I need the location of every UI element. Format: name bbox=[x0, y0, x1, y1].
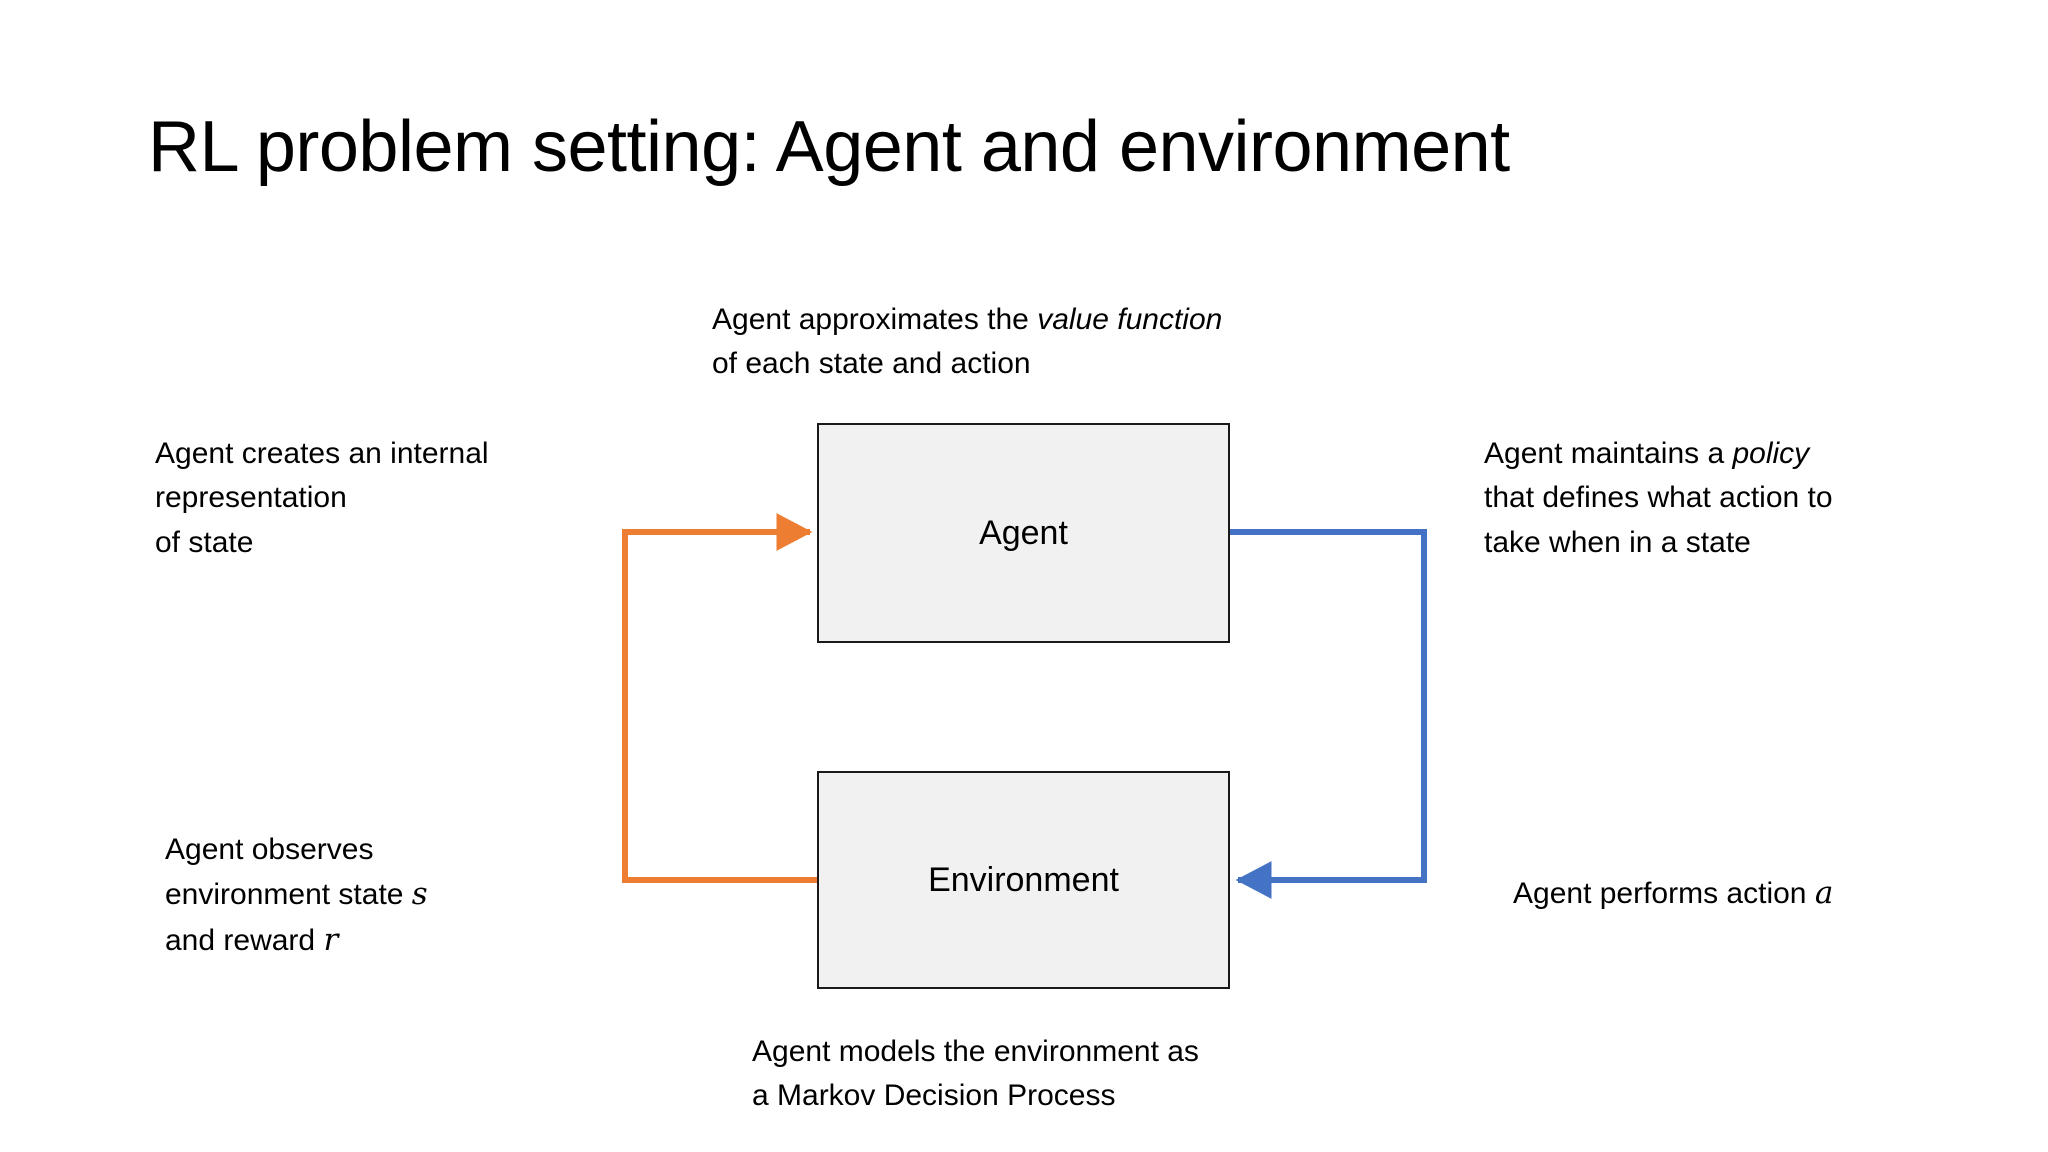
annotation-mdp: Agent models the environment as a Markov… bbox=[752, 1030, 1372, 1119]
annotation-text: environment state bbox=[165, 878, 412, 912]
annotation-line: Agent observes bbox=[165, 833, 374, 866]
arrow-environment-to-agent bbox=[622, 513, 817, 883]
annotation-line: Agent performs action a bbox=[1513, 871, 1973, 917]
variable-s: s bbox=[411, 876, 428, 913]
annotation-value-function: Agent approximates the value function of… bbox=[712, 298, 1392, 387]
page-title: RL problem setting: Agent and environmen… bbox=[148, 107, 1510, 187]
annotation-text: Agent maintains a bbox=[1484, 437, 1733, 470]
arrow-agent-to-environment bbox=[1230, 529, 1427, 899]
annotation-observes: Agent observes environment state s and r… bbox=[165, 828, 585, 964]
diagram-node-agent[interactable]: Agent bbox=[817, 423, 1230, 643]
annotation-line: environment state s bbox=[165, 872, 585, 918]
annotation-line: Agent approximates the value function bbox=[712, 298, 1392, 342]
annotation-line: that defines what action to bbox=[1484, 481, 1833, 515]
annotation-policy: Agent maintains a policy that defines wh… bbox=[1484, 432, 1954, 565]
variable-r: r bbox=[323, 922, 339, 959]
variable-a: a bbox=[1814, 875, 1834, 911]
diagram-node-agent-label: Agent bbox=[979, 514, 1068, 552]
annotation-text: and reward bbox=[165, 924, 324, 958]
annotation-text: Agent approximates the bbox=[712, 303, 1038, 336]
annotation-line: a Markov Decision Process bbox=[752, 1079, 1116, 1113]
annotation-line: of state bbox=[155, 525, 254, 559]
annotation-line: Agent maintains a policy bbox=[1484, 432, 1954, 476]
annotation-line: take when in a state bbox=[1484, 525, 1751, 559]
annotation-line: representation bbox=[155, 481, 347, 515]
annotation-line: and reward r bbox=[165, 918, 585, 964]
annotation-line: Agent models the environment as bbox=[752, 1035, 1199, 1068]
annotation-line: of each state and action bbox=[712, 347, 1031, 381]
annotation-emphasis: policy bbox=[1732, 437, 1810, 470]
diagram-node-environment[interactable]: Environment bbox=[817, 771, 1230, 989]
annotation-emphasis: value function bbox=[1037, 303, 1223, 336]
annotation-action: Agent performs action a bbox=[1513, 871, 1973, 917]
annotation-text: Agent performs action bbox=[1513, 877, 1815, 910]
annotation-internal-state: Agent creates an internal representation… bbox=[155, 432, 595, 565]
annotation-line: Agent creates an internal bbox=[155, 437, 489, 470]
diagram-node-environment-label: Environment bbox=[928, 861, 1119, 899]
